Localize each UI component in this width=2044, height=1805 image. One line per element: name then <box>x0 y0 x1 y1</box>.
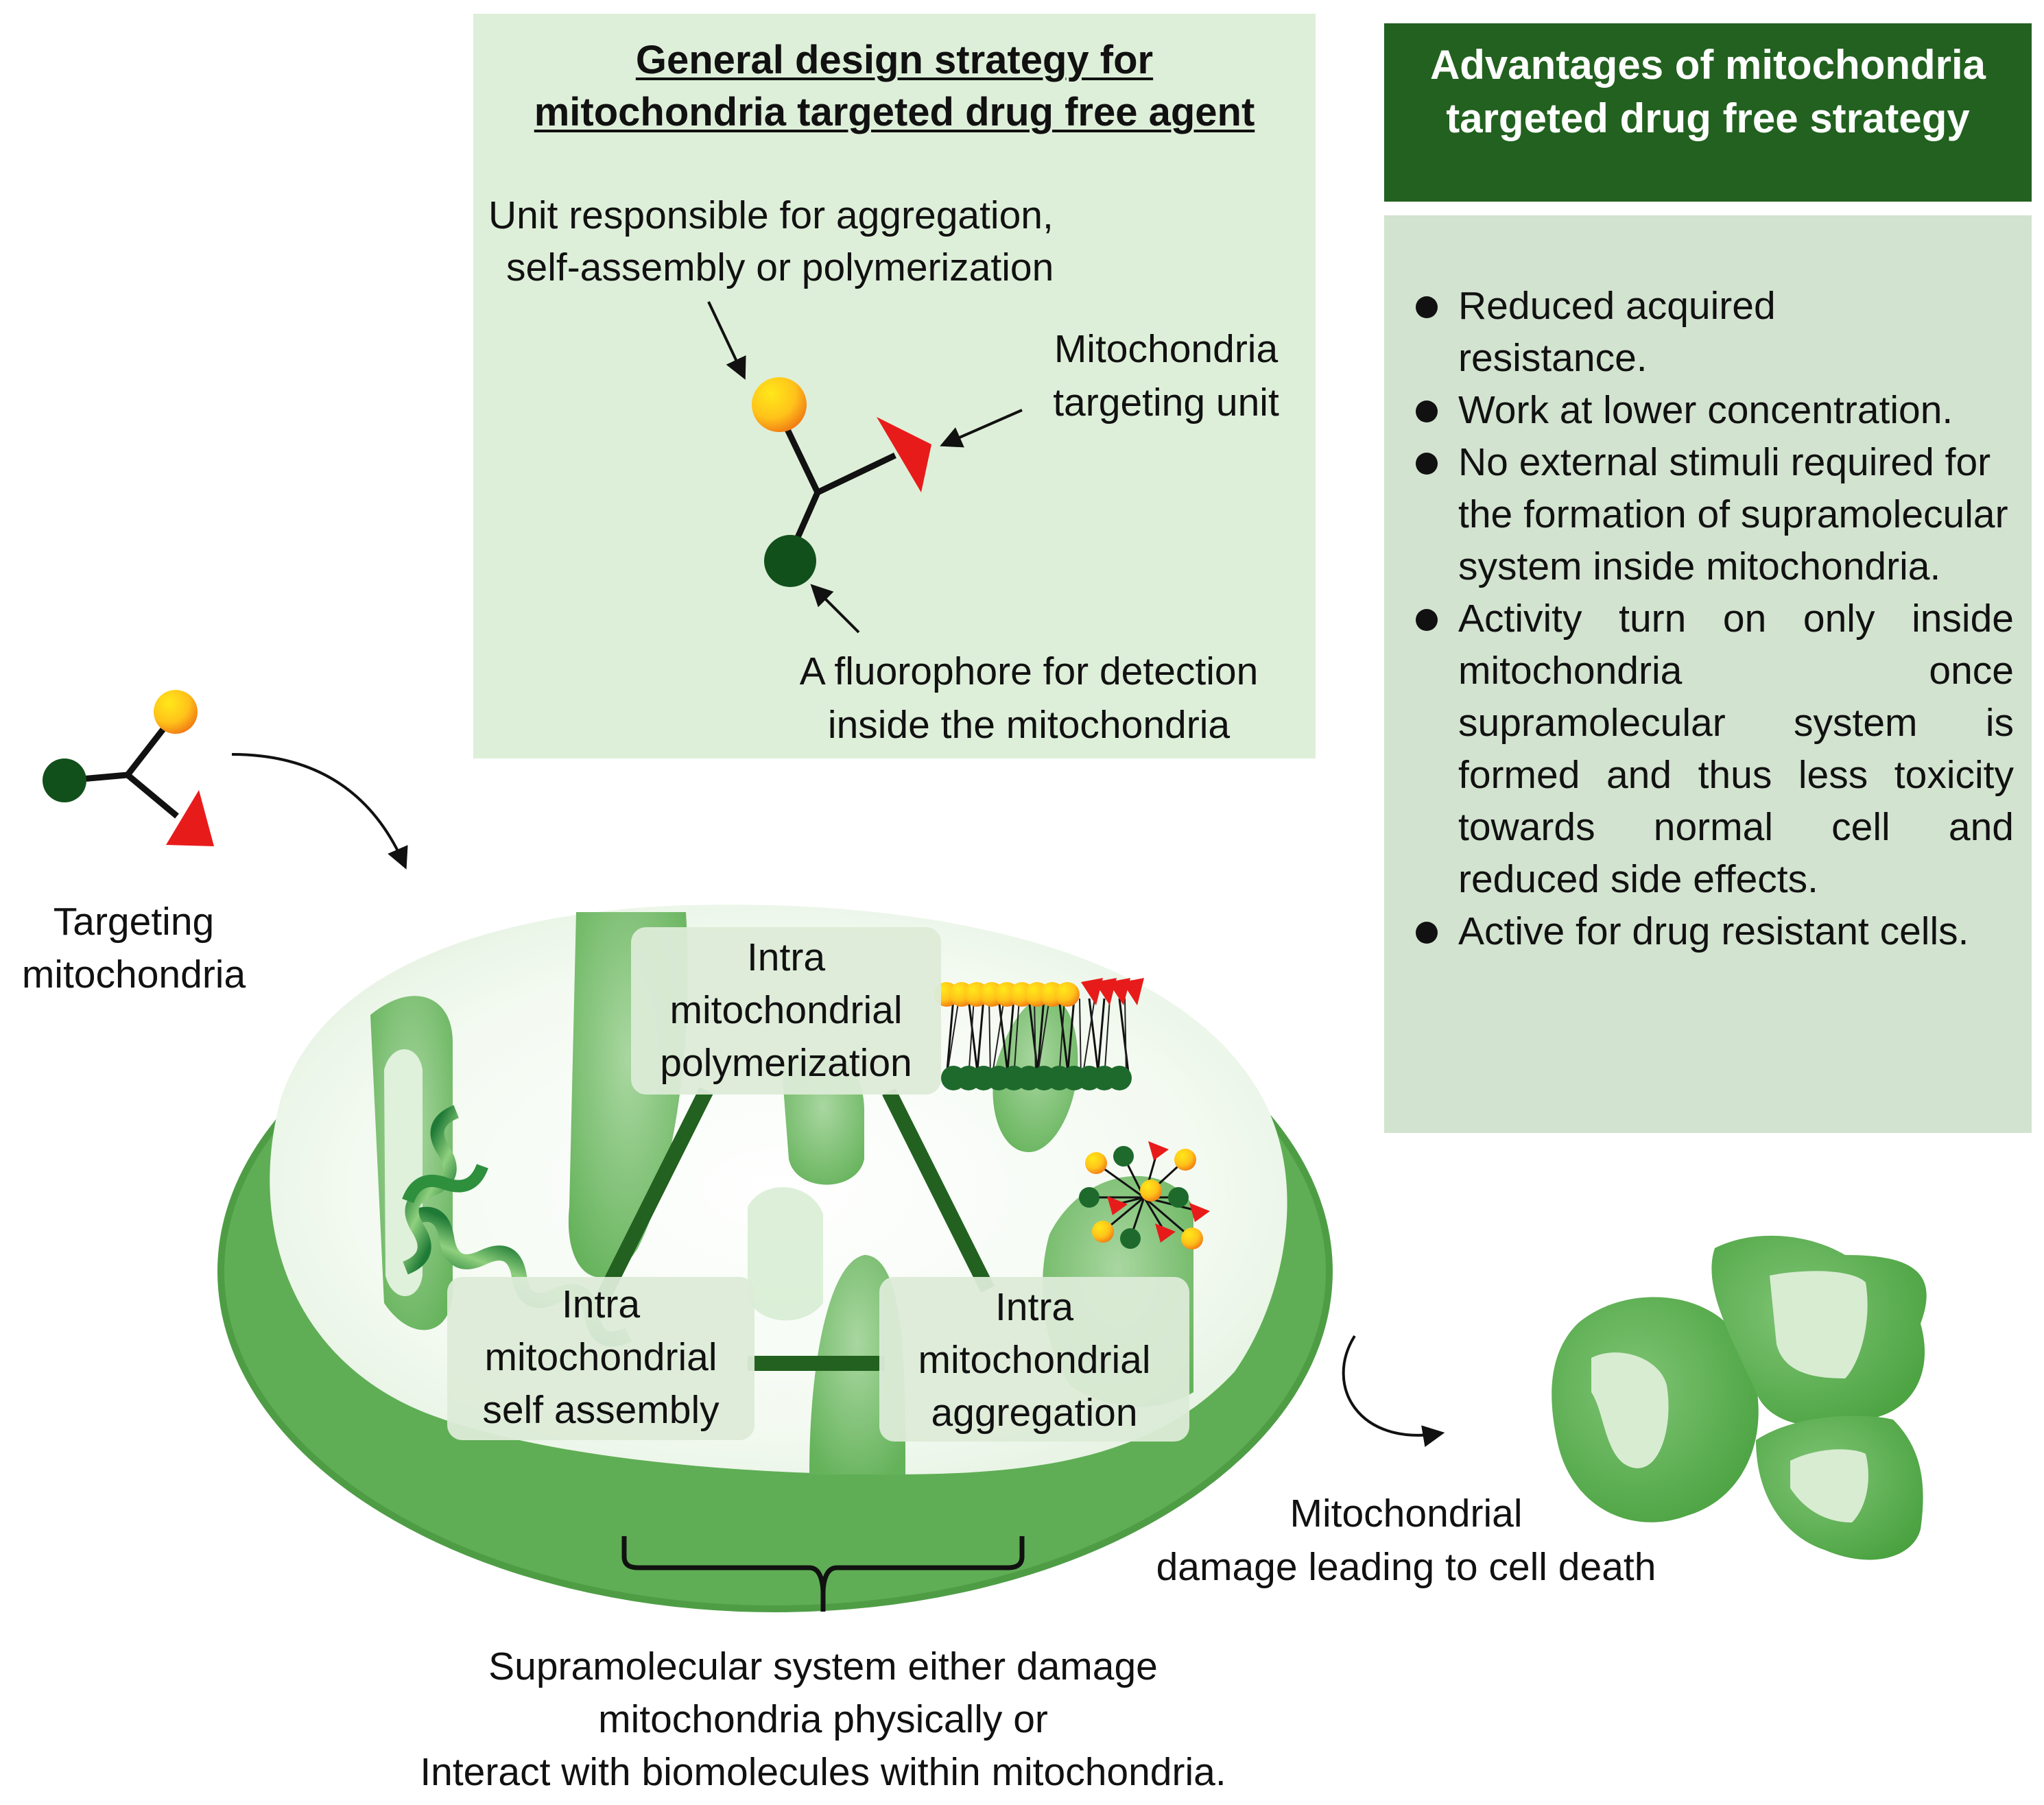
bullet-icon <box>1416 609 1438 631</box>
self-assembly-box <box>447 1277 754 1440</box>
advantages-panel <box>1384 215 2032 1133</box>
pointer-arrow-fluorophore <box>810 584 860 634</box>
advantages-list: Reduced acquired resistance. Work at low… <box>1410 280 2014 957</box>
design-strategy-title: General design strategy for mitochondria… <box>534 38 1255 134</box>
aggregation-unit-icon <box>752 377 807 432</box>
bottom-brace <box>621 1536 1025 1612</box>
bullet-icon <box>1416 296 1438 318</box>
polymer-bilayer-icon <box>934 978 1144 1090</box>
design-strategy-panel <box>473 14 1316 758</box>
bullet-icon <box>1416 401 1438 422</box>
design-molecule <box>752 377 931 587</box>
advantage-item: Reduced acquired resistance. <box>1410 280 1815 384</box>
aggregation-unit-icon <box>154 690 198 734</box>
aggregation-label: Intra mitochondrial aggregation <box>918 1285 1151 1435</box>
advantages-header <box>1384 23 2032 202</box>
advantage-item: Work at lower concentration. <box>1410 384 2014 436</box>
fluorophore-icon <box>43 758 86 802</box>
targeting-unit-icon <box>166 790 214 846</box>
advantage-item: Activity turn on only inside mitochondri… <box>1410 593 2014 905</box>
targeting-unit-label: Mitochondria targeting unit <box>1053 327 1279 425</box>
pointer-arrow-targeting <box>940 409 1023 448</box>
advantage-item: No external stimuli required for the for… <box>1410 436 2021 593</box>
fluorophore-icon <box>764 535 816 587</box>
aggregate-cluster-icon <box>1079 1141 1210 1250</box>
fluorophore-label: A fluorophore for detection inside the m… <box>799 649 1259 747</box>
bullet-icon <box>1416 453 1438 475</box>
pointer-arrow-aggregation <box>707 301 746 380</box>
polymerization-label: Intra mitochondrial polymerization <box>660 935 912 1085</box>
self-assembly-label: Intra mitochondrial self assembly <box>482 1282 720 1432</box>
aggregation-unit-label: Unit responsible for aggregation, self-a… <box>488 193 1054 289</box>
polymerization-box <box>631 927 941 1095</box>
targeting-mitochondria-label: Targeting mitochondria <box>21 900 246 996</box>
targeting-unit-icon <box>877 417 931 492</box>
curved-arrow-cell-death <box>1342 1335 1445 1447</box>
cell-death-label: Mitochondrial damage leading to cell dea… <box>1156 1492 1656 1589</box>
advantages-title: Advantages of mitochondria targeted drug… <box>1429 42 1986 141</box>
bottom-caption: Supramolecular system either damage mito… <box>420 1645 1226 1794</box>
curved-arrow-targeting <box>231 753 408 870</box>
advantage-item: Active for drug resistant cells. <box>1410 905 2014 957</box>
targeting-molecule <box>43 690 214 846</box>
bullet-icon <box>1416 922 1438 944</box>
dead-cells <box>1552 1235 1927 1560</box>
aggregation-box <box>879 1277 1189 1442</box>
